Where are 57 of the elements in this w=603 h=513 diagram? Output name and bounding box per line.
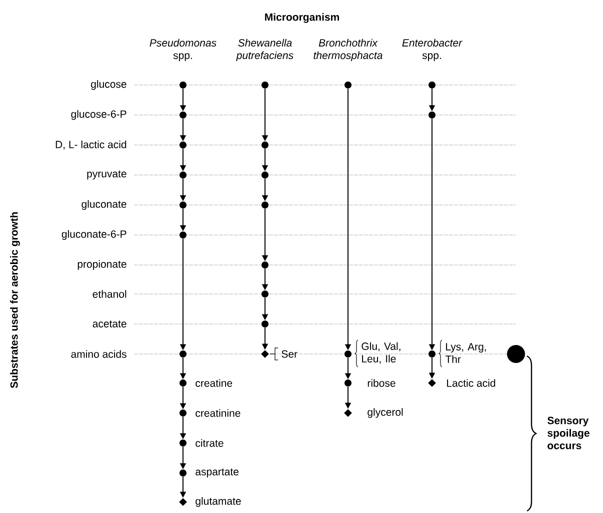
column-header: Bronchothrix thermosphacta <box>314 38 382 62</box>
substrate-label: glutamate <box>196 497 241 507</box>
end-marker <box>428 379 436 387</box>
row-label: amino acids <box>71 350 126 358</box>
marker-dot <box>262 290 268 298</box>
marker-dot <box>180 350 186 358</box>
column-header: Shewanella putrefaciens <box>236 38 294 62</box>
marker-dot <box>428 82 436 88</box>
substrate-label: ribose <box>368 379 396 387</box>
substrate-label: Ser <box>282 350 298 358</box>
substrate-label: Lys, Arg, Thr <box>445 343 486 363</box>
title: Microorganism <box>265 13 339 23</box>
marker-dot <box>180 112 186 118</box>
marker-dot <box>180 82 186 88</box>
marker-dot <box>262 261 268 268</box>
axis-title: Substrates used for aerobic growth <box>10 212 20 388</box>
row-label: glucose <box>91 80 126 90</box>
row-label: propionate <box>78 260 126 270</box>
substrate-label: glycerol <box>368 408 403 418</box>
marker-dot <box>180 232 186 238</box>
marker-dot <box>180 142 186 148</box>
row-label: gluconate <box>82 200 126 210</box>
marker-dot <box>344 350 352 358</box>
marker-dot <box>262 142 268 148</box>
marker-dot <box>507 345 525 363</box>
row-label: glucose-6-P <box>71 110 126 120</box>
substrate-label: citrate <box>196 439 224 447</box>
row-label: gluconate-6-P <box>62 230 126 240</box>
substrate-label: Glu, Val, Leu, Ile <box>362 342 400 364</box>
marker-dot <box>262 172 268 178</box>
substrate-label: creatinine <box>196 409 240 417</box>
row-label: D, L- lactic acid <box>56 140 126 150</box>
marker-dot <box>180 439 186 446</box>
end-marker <box>261 350 269 358</box>
marker-dot <box>262 82 268 88</box>
substrate-label: Lactic acid <box>447 379 496 387</box>
marker-dot <box>344 82 352 88</box>
marker-dot <box>428 112 436 118</box>
marker-dot <box>428 350 436 358</box>
marker-dot <box>344 379 352 386</box>
substrate-label: aspartate <box>196 468 238 478</box>
column-header: Pseudomonas spp. <box>150 38 216 62</box>
marker-dot <box>180 172 186 178</box>
column-header: Enterobacter spp. <box>402 38 462 62</box>
annotation: Sensory spoilage occurs <box>548 416 590 450</box>
marker-dot <box>262 201 268 208</box>
end-marker <box>344 409 352 417</box>
end-marker <box>179 498 187 506</box>
marker-dot <box>180 409 186 416</box>
marker-dot <box>180 469 186 476</box>
marker-dot <box>180 379 186 386</box>
substrate-label: creatine <box>196 379 232 387</box>
row-label: ethanol <box>92 290 126 298</box>
row-label: acetate <box>92 320 126 328</box>
row-label: pyruvate <box>87 170 126 180</box>
marker-dot <box>180 201 186 208</box>
marker-dot <box>262 320 268 328</box>
